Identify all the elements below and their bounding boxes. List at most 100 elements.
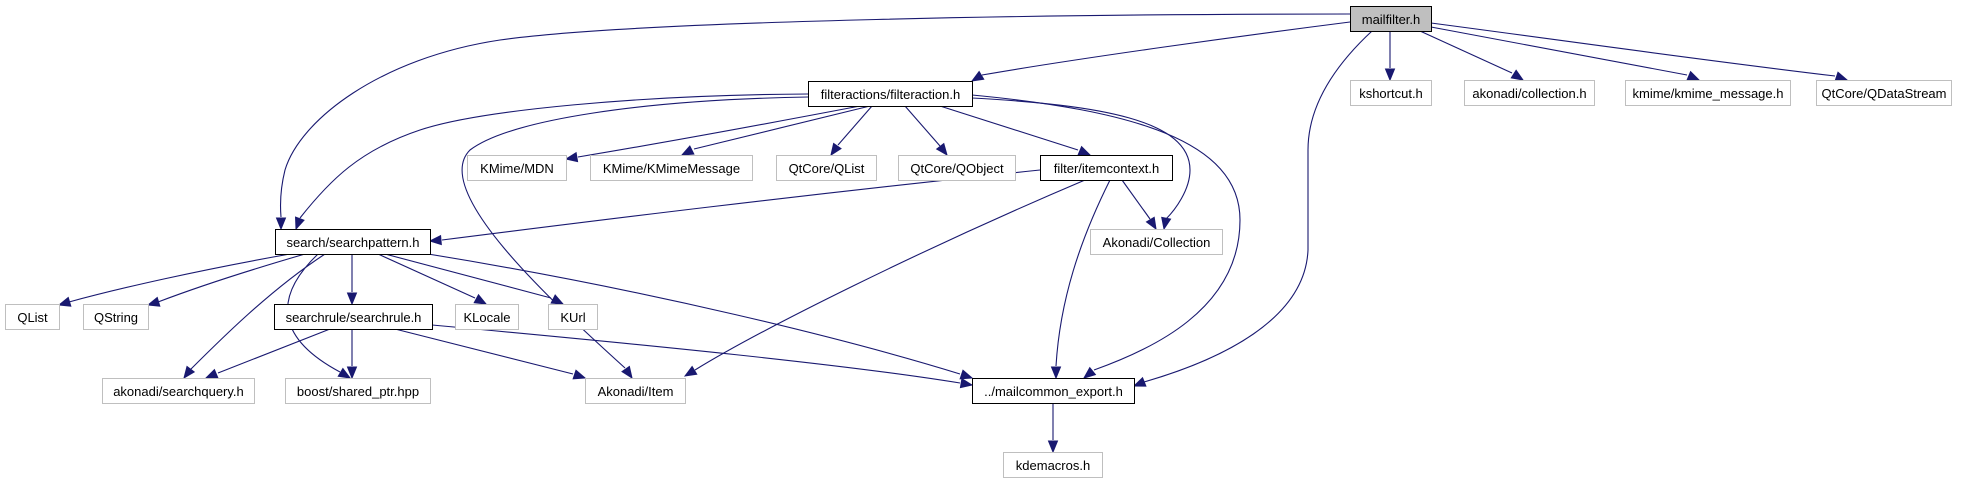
edge-itemcontext-to-searchpattern (428, 169, 1041, 246)
node-label: akonadi/collection.h (1472, 86, 1586, 101)
node-box (455, 304, 519, 330)
node-mailcommon-export[interactable]: ../mailcommon_export.h (972, 378, 1135, 404)
nodes-layer: mailfilter.h filteractions/filteraction.h… (5, 6, 1952, 478)
edge-line (1430, 26, 1688, 76)
node-label: kmime/kmime_message.h (1633, 86, 1784, 101)
node-itemcontext[interactable]: filter/itemcontext.h (1040, 155, 1173, 181)
edge-searchrule-to-akonadi_item (394, 328, 587, 380)
node-qtcore-qobject: QtCore/QObject (898, 155, 1016, 181)
edge-line (157, 253, 306, 303)
node-qstring: QString (83, 304, 149, 330)
arrowhead-icon (959, 377, 974, 389)
node-label: KLocale (464, 310, 511, 325)
node-label: kdemacros.h (1016, 458, 1090, 473)
node-searchpattern[interactable]: search/searchpattern.h (275, 229, 431, 255)
arrowhead-icon (295, 216, 305, 231)
edge-line (377, 253, 476, 299)
edge-line (217, 328, 331, 374)
arrowhead-icon (621, 365, 633, 380)
edge-filteraction-to-qtcore_qlist (830, 105, 873, 157)
arrowhead-icon (550, 294, 565, 305)
edge-searchrule-to-shared_ptr (346, 329, 358, 380)
node-label: kshortcut.h (1359, 86, 1423, 101)
node-klocale: KLocale (455, 304, 519, 330)
node-label: filter/itemcontext.h (1054, 161, 1160, 176)
node-label: ../mailcommon_export.h (984, 384, 1123, 399)
node-kmime-message: kmime/kmime_message.h (1625, 80, 1791, 106)
edge-line (1055, 179, 1111, 367)
edge-line (279, 13, 1351, 218)
edge-line (1430, 22, 1836, 77)
node-box (585, 378, 686, 404)
arrowhead-icon (683, 365, 698, 377)
node-label: QString (94, 310, 138, 325)
node-label: QtCore/QObject (910, 161, 1004, 176)
arrowhead-icon (830, 142, 842, 157)
node-shared-ptr: boost/shared_ptr.hpp (285, 378, 431, 404)
edge-line (837, 105, 873, 146)
node-box (1816, 80, 1952, 106)
node-label: KUrl (560, 310, 585, 325)
edge-itemcontext-to-akonadi_collection (1121, 179, 1157, 231)
edge-itemcontext-to-akonadi_item (683, 179, 1086, 377)
edge-line (939, 105, 1079, 151)
edge-line (1121, 179, 1151, 220)
node-box (467, 155, 567, 181)
arrowhead-icon (970, 70, 985, 82)
node-filteraction[interactable]: filteractions/filteraction.h (808, 81, 973, 107)
edge-filteraction-to-itemcontext (939, 105, 1092, 156)
edge-line (577, 105, 861, 158)
edge-line (971, 94, 1241, 371)
edge-line (693, 105, 871, 150)
arrowhead-icon (275, 217, 287, 231)
arrowhead-icon (57, 296, 72, 307)
node-mailfilter[interactable]: mailfilter.h (1350, 6, 1432, 32)
arrowhead-icon (346, 366, 358, 380)
arrowhead-icon (1050, 366, 1062, 380)
edge-line (981, 21, 1351, 76)
node-box (5, 304, 60, 330)
edge-searchpattern-to-kurl (384, 253, 565, 305)
node-label: mailfilter.h (1362, 12, 1421, 27)
edge-line (971, 97, 1191, 220)
node-akonadi-collection: Akonadi/Collection (1090, 229, 1223, 255)
edge-mailfilter-to-mailcommon_export (1132, 30, 1373, 387)
edge-filteraction-to-kmime_kmm (680, 105, 871, 156)
node-box (274, 304, 433, 330)
edge-mailfilter-to-filteraction (970, 21, 1351, 82)
node-label: QList (17, 310, 48, 325)
arrowhead-icon (473, 293, 488, 305)
node-box (1625, 80, 1791, 106)
edge-searchpattern-to-qstring (146, 253, 306, 307)
node-searchrule[interactable]: searchrule/searchrule.h (274, 304, 433, 330)
node-label: Akonadi/Collection (1103, 235, 1211, 250)
node-akonadi-item: Akonadi/Item (585, 378, 686, 404)
edge-filteraction-to-kmime_mdn (564, 105, 861, 163)
arrowhead-icon (1145, 216, 1157, 231)
edges-layer (57, 13, 1849, 454)
node-kmime-mdn: KMime/MDN (467, 155, 567, 181)
edge-line (384, 253, 552, 299)
node-box (1003, 452, 1103, 478)
edge-filteraction-to-akonadi_item (461, 96, 809, 380)
node-label: QtCore/QDataStream (1822, 86, 1947, 101)
node-box (898, 155, 1016, 181)
edge-searchpattern-to-klocale (377, 253, 488, 305)
edge-mailfilter-to-qdatastream (1430, 22, 1849, 82)
arrowhead-icon (1047, 440, 1059, 454)
arrowhead-icon (346, 292, 358, 306)
node-label: KMime/KMimeMessage (603, 161, 740, 176)
node-box (972, 378, 1135, 404)
arrowhead-icon (935, 142, 948, 157)
arrowhead-icon (1510, 69, 1525, 81)
node-box (776, 155, 877, 181)
edge-mailfilter-to-kmime_message (1430, 26, 1701, 81)
arrowhead-icon (1686, 70, 1701, 81)
node-kurl: KUrl (548, 304, 598, 330)
node-qlist: QList (5, 304, 60, 330)
arrowhead-icon (1834, 71, 1849, 82)
arrowhead-icon (183, 365, 196, 380)
arrowhead-icon (146, 296, 161, 307)
arrowhead-icon (572, 369, 587, 380)
